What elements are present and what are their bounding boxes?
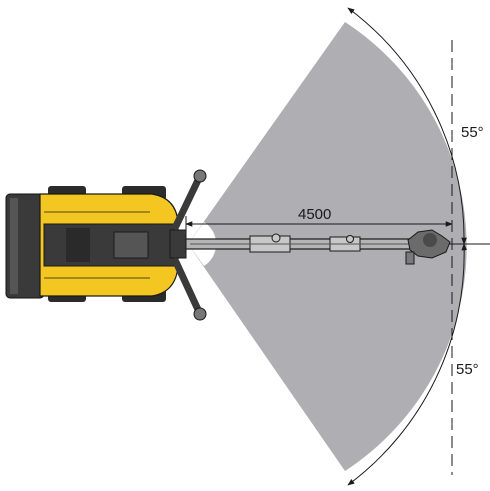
lower-angle-arc: [347, 243, 468, 486]
harvester-head-icon: [405, 229, 451, 265]
upper-angle-arc: [347, 7, 467, 245]
forestry-machine-top-view-icon: [5, 169, 207, 321]
upper-angle-label: 55°: [461, 124, 484, 141]
distance-label: 4500: [298, 206, 331, 223]
crane-boom: [181, 233, 431, 253]
lower-angle-label: 55°: [456, 361, 479, 378]
